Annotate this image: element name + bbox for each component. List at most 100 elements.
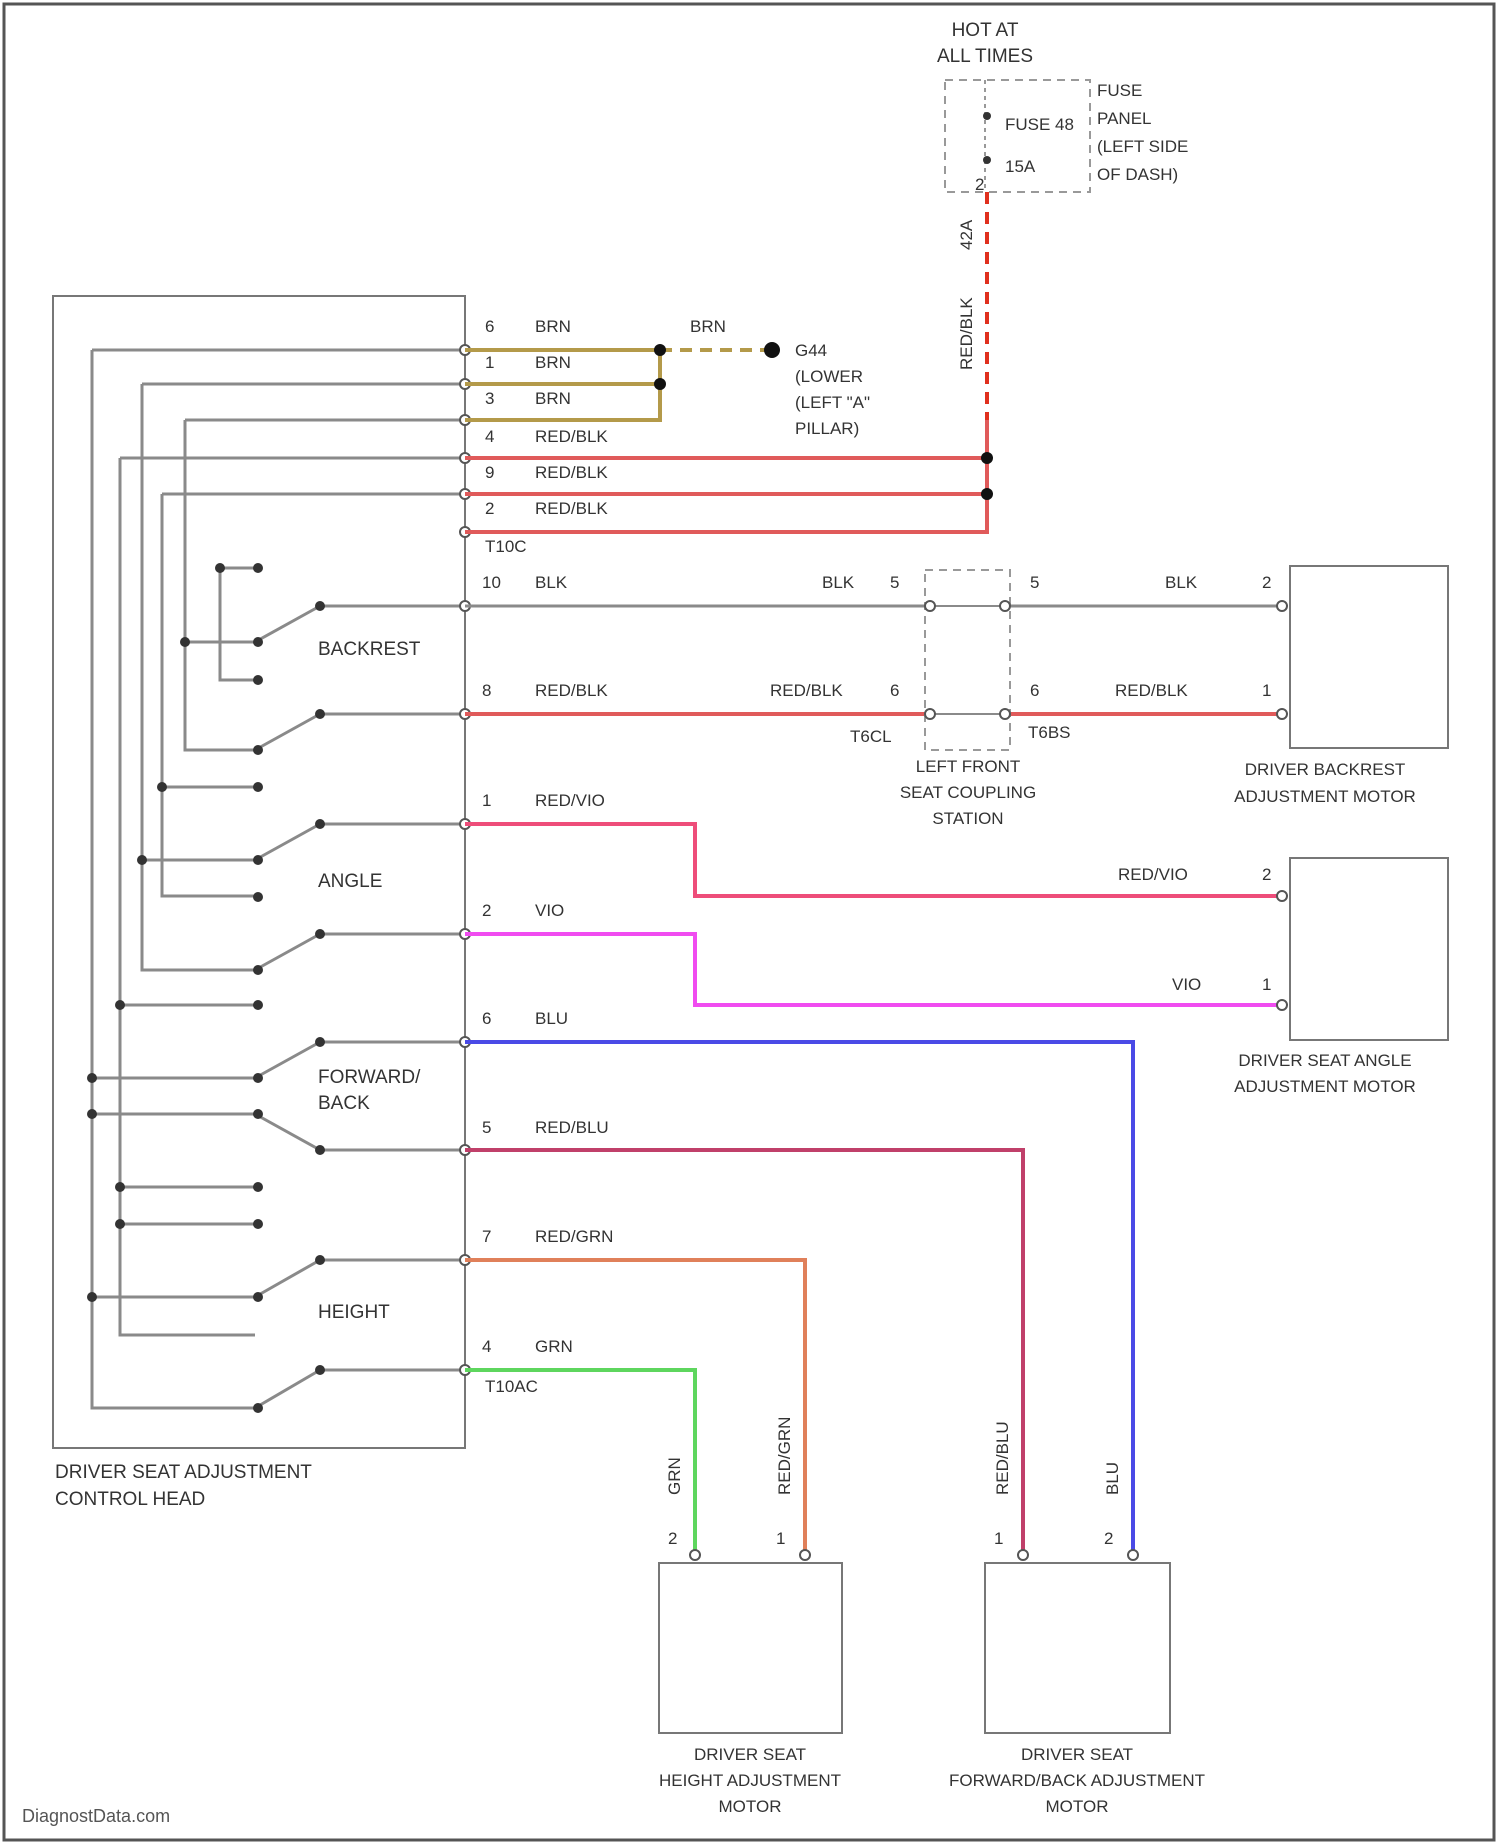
fb-2-motor-pin: 1 [994, 1529, 1003, 1548]
backrest-motor-box [1290, 566, 1448, 748]
pin-2-label: 2 [485, 499, 494, 518]
pin-3-label: 3 [485, 389, 494, 408]
backrest-2-motor-pin: 1 [1262, 681, 1271, 700]
backrest-1-color: BLK [535, 573, 568, 592]
backrest-2-coupling-out: 6 [1030, 681, 1039, 700]
hot-at-all-times-1: HOT AT [952, 20, 1019, 41]
fb-1-vertical-color: BLU [1103, 1462, 1122, 1495]
connector-t10ac-label: T10AC [485, 1377, 538, 1396]
backrest-motor-label-2: ADJUSTMENT MOTOR [1234, 787, 1416, 806]
switch-height-label: HEIGHT [318, 1302, 390, 1323]
pin-9-label: 9 [485, 463, 494, 482]
ground-label-4: PILLAR) [795, 419, 859, 438]
fuse-panel-label-1: FUSE [1097, 81, 1142, 100]
pin-6-label: 6 [485, 317, 494, 336]
connector-t6cl-label: T6CL [850, 727, 892, 746]
fb-1-color: BLU [535, 1009, 568, 1028]
fuse-wire-color: RED/BLK [957, 297, 976, 370]
pin-4-label: 4 [485, 427, 494, 446]
backrest-circuit [465, 570, 1287, 750]
angle-1-color: RED/VIO [535, 791, 605, 810]
backrest-1-right-color: BLK [822, 573, 855, 592]
height-motor-box [659, 1563, 842, 1733]
fuse-feed-wire: 42A RED/BLK [957, 192, 987, 532]
fuse-panel-label-2: PANEL [1097, 109, 1152, 128]
brn-ground-color: BRN [690, 317, 726, 336]
ground-label-3: (LEFT "A" [795, 393, 870, 412]
fb-motor-label-2: FORWARD/BACK ADJUSTMENT [949, 1771, 1205, 1790]
control-head-label-1: DRIVER SEAT ADJUSTMENT [55, 1462, 312, 1483]
switch-forward-back-label-2: BACK [318, 1093, 370, 1114]
fuse-panel-label-3: (LEFT SIDE [1097, 137, 1188, 156]
switch-angle-label: ANGLE [318, 871, 382, 892]
backrest-2-pin: 8 [482, 681, 491, 700]
ht-2-vertical-color: GRN [665, 1457, 684, 1495]
backrest-1-right-color-2: BLK [1165, 573, 1198, 592]
fuse-15a-label: 15A [1005, 157, 1036, 176]
height-motor-label-1: DRIVER SEAT [694, 1745, 806, 1764]
page-frame [4, 4, 1494, 1840]
ht-2-pin: 4 [482, 1337, 491, 1356]
angle-1-right-color: RED/VIO [1118, 865, 1188, 884]
angle-1-pin: 1 [482, 791, 491, 810]
fuse-wire-gauge: 42A [957, 219, 976, 250]
backrest-2-right-color-2: RED/BLK [1115, 681, 1188, 700]
fb-2-vertical-color: RED/BLU [993, 1421, 1012, 1495]
angle-circuit [465, 824, 1287, 1010]
fb-motor-label-1: DRIVER SEAT [1021, 1745, 1133, 1764]
coupling-station-box [925, 570, 1010, 750]
angle-2-motor-pin: 1 [1262, 975, 1271, 994]
pin-3-color: BRN [535, 389, 571, 408]
ht-2-motor-pin: 2 [668, 1529, 677, 1548]
angle-motor-label-2: ADJUSTMENT MOTOR [1234, 1077, 1416, 1096]
ht-1-pin: 7 [482, 1227, 491, 1246]
fuse-panel: HOT AT ALL TIMES FUSE 48 15A FUSE PANEL … [937, 20, 1188, 194]
angle-motor-box [1290, 858, 1448, 1040]
angle-motor-label-1: DRIVER SEAT ANGLE [1238, 1051, 1411, 1070]
watermark: DiagnostData.com [22, 1806, 170, 1826]
control-head-box [53, 296, 465, 1448]
forward-back-motor-box [985, 1563, 1170, 1733]
angle-1-motor-pin: 2 [1262, 865, 1271, 884]
pin-1-color: BRN [535, 353, 571, 372]
fuse-48-label: FUSE 48 [1005, 115, 1074, 134]
backrest-1-motor-pin: 2 [1262, 573, 1271, 592]
pin-9-color: RED/BLK [535, 463, 608, 482]
fb-1-pin: 6 [482, 1009, 491, 1028]
ground-label-1: G44 [795, 341, 827, 360]
hot-at-all-times-2: ALL TIMES [937, 46, 1033, 67]
pin-4-color: RED/BLK [535, 427, 608, 446]
backrest-2-color: RED/BLK [535, 681, 608, 700]
control-head-label-2: CONTROL HEAD [55, 1489, 205, 1510]
fb-motor-label-3: MOTOR [1046, 1797, 1109, 1816]
backrest-2-coupling-in: 6 [890, 681, 899, 700]
coupling-station-label-2: SEAT COUPLING [900, 783, 1036, 802]
backrest-1-coupling-out: 5 [1030, 573, 1039, 592]
fb-2-color: RED/BLU [535, 1118, 609, 1137]
control-head-internal [92, 350, 465, 1408]
pin-2-color: RED/BLK [535, 499, 608, 518]
switch-forward-back-label-1: FORWARD/ [318, 1067, 421, 1088]
coupling-station-label-1: LEFT FRONT [916, 757, 1021, 776]
pin-6-color: BRN [535, 317, 571, 336]
fuse-pin-label: 2 [975, 175, 984, 194]
ht-1-motor-pin: 1 [776, 1529, 785, 1548]
backrest-1-coupling-in: 5 [890, 573, 899, 592]
angle-2-color: VIO [535, 901, 564, 920]
fb-1-motor-pin: 2 [1104, 1529, 1113, 1548]
backrest-1-pin: 10 [482, 573, 501, 592]
switch-contacts [87, 563, 325, 1413]
fb-2-pin: 5 [482, 1118, 491, 1137]
coupling-station-label-3: STATION [932, 809, 1003, 828]
fuse-panel-label-4: OF DASH) [1097, 165, 1178, 184]
connector-t10c-label: T10C [485, 537, 527, 556]
angle-2-right-color: VIO [1172, 975, 1201, 994]
ht-1-color: RED/GRN [535, 1227, 613, 1246]
backrest-motor-label-1: DRIVER BACKREST [1245, 760, 1406, 779]
pin-1-label: 1 [485, 353, 494, 372]
connector-t6bs-label: T6BS [1028, 723, 1071, 742]
ht-1-vertical-color: RED/GRN [775, 1417, 794, 1495]
height-motor-label-3: MOTOR [719, 1797, 782, 1816]
height-motor-label-2: HEIGHT ADJUSTMENT [659, 1771, 841, 1790]
